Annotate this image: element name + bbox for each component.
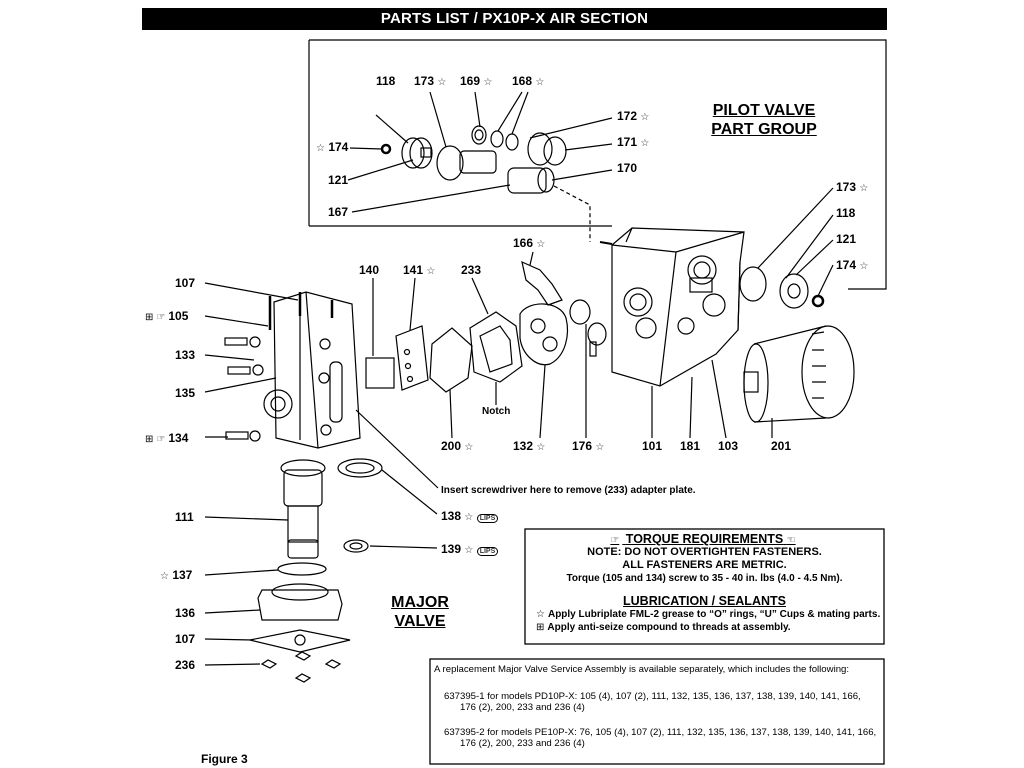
- callout-101: 101: [642, 439, 663, 453]
- callout-133: 133: [175, 348, 196, 362]
- callout-132: 132 ☆: [513, 439, 546, 454]
- torque-line-1: NOTE: DO NOT OVERTIGHTEN FASTENERS.: [587, 546, 822, 558]
- torque-title: ☞ TORQUE REQUIREMENTS ☜: [526, 532, 883, 546]
- page-title: PARTS LIST / PX10P-X AIR SECTION: [142, 8, 887, 30]
- center-parts: [519, 251, 727, 439]
- callout-171: 171 ☆: [617, 135, 650, 150]
- callout-168: 168 ☆: [512, 74, 545, 89]
- torque-box-frame: [524, 528, 885, 645]
- notch-note: Notch: [482, 406, 511, 417]
- callout-201: 201: [771, 439, 792, 453]
- callout-141: 141 ☆: [403, 263, 436, 278]
- callout-233: 233: [461, 263, 482, 277]
- callout-173: 173 ☆: [414, 74, 447, 89]
- right-pilot-parts: [739, 187, 834, 309]
- adapter-parts: [365, 277, 523, 439]
- callout-134: ⊞☞134: [145, 431, 189, 446]
- hand-left-icon: ☜: [786, 535, 796, 546]
- callout-137: ☆ 137: [160, 568, 193, 583]
- torque-line-3: Torque (105 and 134) screw to 35 - 40 in…: [566, 573, 843, 584]
- valve-body-101: [599, 227, 745, 387]
- muffler-201: [743, 325, 855, 438]
- callout-181: 181: [680, 439, 701, 453]
- callout-103: 103: [718, 439, 739, 453]
- hand-icon: ☞: [610, 535, 620, 546]
- callout-107: 107: [175, 276, 196, 290]
- pilot-valve-group-title: PILOT VALVE PART GROUP: [694, 101, 834, 139]
- torque-line-2: ALL FASTENERS ARE METRIC.: [622, 559, 787, 571]
- pilot-valve-title-line2: PART GROUP: [711, 121, 817, 138]
- callout-121-right: 121: [836, 232, 857, 246]
- callout-138: 138 ☆ LIPS: [441, 510, 499, 525]
- lips-badge: LIPS: [476, 547, 499, 556]
- lubrication-line-2: ⊞Apply anti-seize compound to threads at…: [536, 622, 791, 633]
- pilot-valve-title-line1: PILOT VALVE: [712, 102, 816, 119]
- antiseize-icon: ⊞: [536, 622, 545, 633]
- service-assembly-box: A replacement Major Valve Service Assemb…: [434, 664, 882, 750]
- callout-105: ⊞☞105: [145, 309, 189, 324]
- callout-174: ☆ 174: [316, 140, 349, 155]
- torque-lubrication-box: ☞ TORQUE REQUIREMENTS ☜ NOTE: DO NOT OVE…: [526, 532, 883, 643]
- callout-166: 166 ☆: [513, 236, 546, 251]
- service-kit-2-cont: 176 (2), 200, 233 and 236 (4): [460, 738, 585, 749]
- service-kit-1-cont: 176 (2), 200, 233 and 236 (4): [460, 702, 585, 713]
- star-icon: ☆: [536, 609, 545, 620]
- callout-176: 176 ☆: [572, 439, 605, 454]
- service-intro: A replacement Major Valve Service Assemb…: [434, 664, 850, 675]
- callout-136: 136: [175, 606, 196, 620]
- lower-major-parts: [204, 458, 438, 683]
- callout-200: 200 ☆: [441, 439, 474, 454]
- callout-236: 236: [175, 658, 196, 672]
- figure-label: Figure 3: [201, 752, 248, 766]
- callout-140: 140: [359, 263, 380, 277]
- lubrication-line-1: ☆Apply Lubriplate FML-2 grease to “O” ri…: [536, 609, 881, 620]
- callout-111: 111: [175, 510, 194, 524]
- callout-107-bottom: 107: [175, 632, 196, 646]
- callout-135: 135: [175, 386, 196, 400]
- major-valve-block: [204, 282, 439, 489]
- callout-170: 170: [617, 161, 638, 175]
- callout-173-right: 173 ☆: [836, 180, 869, 195]
- callout-167: 167: [328, 205, 349, 219]
- service-kit-2: 637395-2 for models PE10P-X: 76, 105 (4)…: [444, 726, 877, 738]
- service-box-frame: [429, 658, 885, 765]
- major-valve-group-title: MAJOR VALVE: [370, 593, 470, 631]
- callout-139: 139 ☆ LIPS: [441, 543, 499, 558]
- lubrication-title: LUBRICATION / SEALANTS: [623, 594, 786, 608]
- callout-172: 172 ☆: [617, 109, 650, 124]
- callout-169: 169 ☆: [460, 74, 493, 89]
- torque-title-text: TORQUE REQUIREMENTS: [625, 532, 784, 546]
- lips-badge: LIPS: [476, 514, 499, 523]
- major-valve-title-line1: MAJOR: [391, 594, 449, 611]
- major-valve-title-line2: VALVE: [394, 613, 446, 630]
- pilot-valve-parts: [347, 91, 613, 242]
- callout-118: 118: [376, 74, 396, 88]
- callout-174-right: 174 ☆: [836, 258, 869, 273]
- callout-118-right: 118: [836, 206, 856, 220]
- service-kit-1: 637395-1 for models PD10P-X: 105 (4), 10…: [444, 690, 861, 702]
- callout-121: 121: [328, 173, 349, 187]
- screwdriver-note: Insert screwdriver here to remove (233) …: [441, 485, 696, 496]
- pilot-group-frame: [309, 39, 887, 290]
